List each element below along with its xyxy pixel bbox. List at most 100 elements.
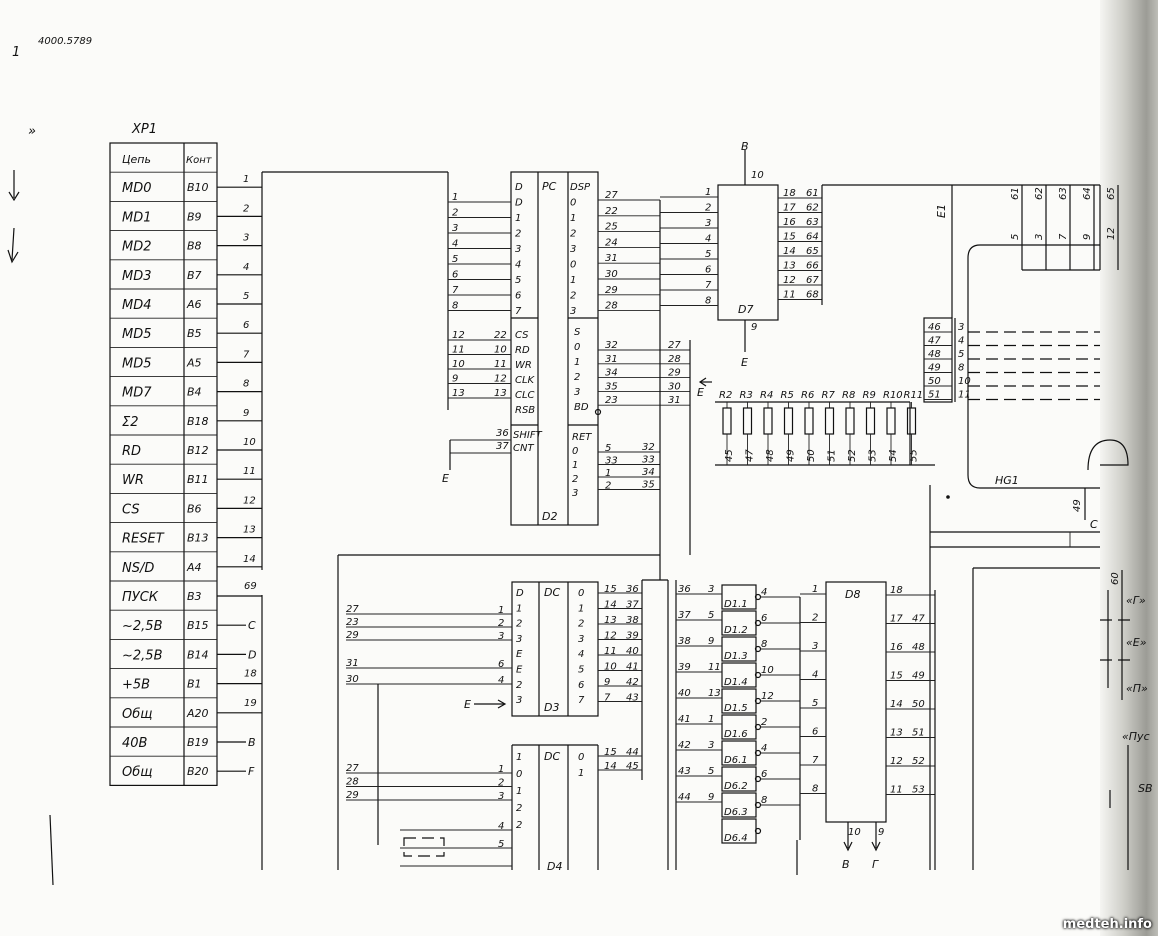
resistor-label: R9	[863, 390, 876, 401]
hg1-bottom-edge	[967, 474, 1100, 489]
gate-output-pin: 10	[761, 665, 774, 676]
d3-in-label: 3	[516, 695, 522, 706]
d7-output-net: 66	[806, 261, 819, 272]
d8-pin10-arrow-icon	[843, 841, 853, 852]
d3-e-arrow-icon	[497, 699, 507, 709]
d4-input-pin: 3	[498, 791, 504, 802]
d3-out-label: 6	[578, 680, 584, 691]
d2-ctrl-num: 12	[452, 330, 465, 341]
connector-signal: CS	[122, 502, 140, 517]
d2-ret-num: 33	[605, 456, 618, 467]
d2-right-label: 0	[570, 260, 576, 271]
connector-pin: A5	[186, 356, 202, 369]
hg1-glyph	[1087, 439, 1129, 471]
d3-e-label: E	[464, 698, 471, 711]
d3-output-pin: 14	[604, 600, 617, 611]
d7-input-pin: 8	[705, 296, 711, 307]
connector-wire-letter: C	[248, 619, 256, 632]
d2-input-num: 2	[452, 208, 458, 219]
d7-output-pin: 11	[783, 290, 796, 301]
d7-output-pin: 13	[783, 261, 796, 272]
resistor-body	[865, 407, 876, 435]
d2-ret-label: RET	[572, 432, 592, 443]
connector-signal: RD	[122, 444, 141, 459]
res-e-label: E	[697, 386, 704, 399]
d7-name: D7	[738, 303, 753, 316]
d7-input-pin: 4	[705, 234, 711, 245]
d3-output-pin: 15	[604, 584, 617, 595]
connector-pin: B20	[187, 765, 209, 778]
d8-output-net: 47	[912, 614, 925, 625]
d2-ctrl-pin: RSB	[515, 405, 535, 416]
resistor-body	[722, 407, 732, 435]
d3-output-net: 38	[626, 615, 639, 626]
connector-wire-num: 19	[244, 698, 257, 709]
resistor-label: R10	[883, 390, 903, 401]
d2-ctrl-in-num: 11	[494, 359, 507, 370]
connector-pin: B1	[187, 678, 202, 691]
d2-input-num: 1	[452, 192, 458, 203]
d2-right-label: DSP	[570, 182, 591, 193]
d2-ret-out-num: 35	[642, 480, 655, 491]
d7-output-net: 62	[806, 203, 819, 214]
d2-s-label: S	[574, 327, 581, 338]
e1-pin: 8	[958, 363, 964, 374]
connector-wire-letter: B	[248, 736, 256, 749]
d2-ctrl-pin: CLC	[515, 390, 535, 401]
gate-bubble	[754, 827, 762, 835]
d2-left-pin: D	[515, 182, 523, 193]
d8-output-net: 51	[912, 728, 925, 739]
e1-in-label: 50	[928, 376, 941, 387]
connector-wire-num: 7	[243, 349, 250, 360]
connector-signal: +5B	[122, 678, 150, 693]
resistor-body	[886, 407, 896, 435]
d2-input-num: 3	[452, 223, 458, 234]
connector-name: XP1	[131, 122, 157, 137]
d4-low-pin: 4	[498, 821, 504, 832]
d8-body	[825, 581, 887, 823]
d3-output-pin: 11	[604, 646, 617, 657]
gate-output-pin: 4	[761, 587, 767, 598]
connector-pin: B5	[187, 327, 202, 340]
arrow-mark: »	[28, 124, 36, 139]
d3-input-num: 30	[346, 674, 359, 685]
d2-ret-num: 1	[605, 468, 611, 479]
connector-wire-num: 8	[243, 379, 249, 390]
watermark: medteh.info	[1062, 917, 1152, 932]
d4-output-net: 44	[626, 747, 639, 758]
d4-output-pin: 15	[604, 747, 617, 758]
d7-input-pin: 6	[705, 265, 711, 276]
d3-out-label: 5	[578, 665, 584, 676]
d2-body	[510, 171, 599, 526]
d2-output-num: 25	[605, 222, 618, 233]
hg1-name: HG1	[995, 474, 1019, 487]
d8-input-pin: 2	[812, 613, 818, 624]
d3-output-net: 40	[626, 646, 639, 657]
d3-output-pin: 7	[604, 693, 611, 704]
connector-signal: WR	[122, 473, 144, 488]
gate-input-pin: 13	[708, 688, 721, 699]
connector-pin: B4	[187, 386, 202, 399]
d3-input-pin: 6	[498, 659, 504, 670]
d7-output-pin: 15	[783, 232, 796, 243]
d3-body	[511, 581, 599, 717]
d2-e-label: E	[442, 472, 449, 485]
hg1-top-pin: 12	[1106, 227, 1117, 240]
resistor-label: R7	[822, 390, 836, 401]
resistor-body	[742, 407, 753, 435]
hg1-pin-c: C	[1090, 518, 1098, 531]
d8-input-pin: 8	[812, 784, 818, 795]
gate-input-net: 36	[678, 584, 691, 595]
gate-label: D6.1	[724, 755, 748, 766]
d2-left-pin: 2	[515, 229, 521, 240]
d7-input-pin: 5	[705, 249, 711, 260]
d2-ctrl-in-num: 22	[494, 330, 507, 341]
d2-s-out-num: 31	[668, 395, 681, 406]
resistor-label: R3	[740, 390, 753, 401]
connector-pin: B13	[187, 532, 209, 545]
down-arrow-icon	[8, 170, 20, 202]
resistor-net: 51	[827, 449, 838, 462]
d3-input-pin: 4	[498, 675, 504, 686]
d3-output-net: 42	[626, 677, 639, 688]
